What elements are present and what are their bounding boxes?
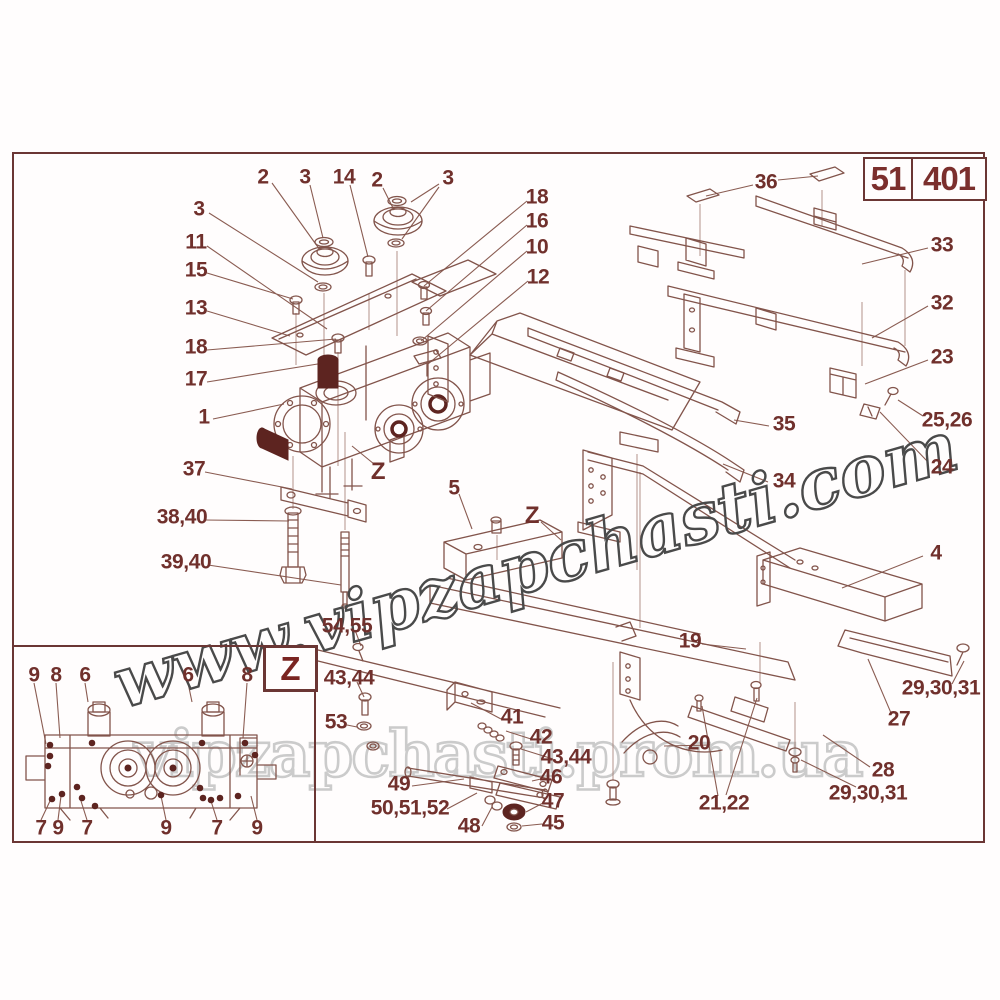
part-label: 53: [324, 710, 348, 734]
part-label: 15: [184, 258, 208, 282]
part-label: 4: [930, 541, 942, 565]
part-label: 32: [930, 291, 954, 315]
detail-view-label-box: Z: [263, 645, 318, 692]
part-label: 33: [930, 233, 954, 257]
part-label: 17: [184, 367, 208, 391]
part-label: 1: [198, 405, 210, 429]
part-label: 8: [241, 663, 253, 687]
part-label: 3: [299, 165, 311, 189]
part-label: 7: [211, 816, 223, 840]
part-label: 12: [526, 265, 550, 289]
part-label: 48: [457, 814, 481, 838]
part-label: 24: [930, 455, 954, 479]
part-label: 7: [81, 816, 93, 840]
part-label: 8: [50, 663, 62, 687]
part-label: 43,44: [323, 666, 375, 690]
part-label: 18: [184, 335, 208, 359]
part-label: 50,51,52: [370, 796, 450, 820]
part-label: 16: [525, 209, 549, 233]
part-label: 28: [871, 758, 895, 782]
part-label: 37: [182, 457, 206, 481]
part-label: 9: [160, 816, 172, 840]
part-label: 45: [541, 811, 565, 835]
part-label: 34: [772, 469, 796, 493]
part-label: 38,40: [156, 505, 208, 529]
page-number-box: 51 401: [863, 157, 987, 201]
part-label: 23: [930, 345, 954, 369]
part-label: 39,40: [160, 550, 212, 574]
part-label: 42: [529, 725, 553, 749]
part-label: 19: [678, 629, 702, 653]
part-label: 9: [28, 663, 40, 687]
part-label: 2: [257, 165, 269, 189]
part-label: 6: [182, 663, 194, 687]
diagram-border: [12, 152, 985, 843]
part-label: 20: [687, 731, 711, 755]
detail-reference-label: Z: [524, 502, 540, 529]
part-label: 47: [541, 789, 565, 813]
part-label: 3: [193, 197, 205, 221]
part-label: 29,30,31: [901, 676, 981, 700]
detail-reference-label: Z: [370, 458, 386, 485]
part-label: 18: [525, 185, 549, 209]
part-label: 41: [500, 705, 524, 729]
part-label: 46: [539, 765, 563, 789]
part-label: 6: [79, 663, 91, 687]
part-label: 49: [387, 772, 411, 796]
part-label: 13: [184, 296, 208, 320]
part-label: 35: [772, 412, 796, 436]
part-label: 10: [525, 235, 549, 259]
page-section-number: 51: [863, 157, 913, 201]
part-label: 2: [371, 168, 383, 192]
part-label: 43,44: [540, 745, 592, 769]
part-label: 14: [332, 165, 356, 189]
page-number: 401: [913, 157, 987, 201]
part-label: 54,55: [321, 614, 373, 638]
part-label: 21,22: [698, 791, 750, 815]
part-label: 27: [887, 707, 911, 731]
part-label: 3: [442, 166, 454, 190]
part-label: 9: [52, 816, 64, 840]
part-label: 36: [754, 170, 778, 194]
part-label: 25,26: [921, 408, 973, 432]
detail-view-box: [12, 645, 316, 843]
part-label: 29,30,31: [828, 781, 908, 805]
part-label: 11: [185, 230, 207, 254]
part-label: 9: [251, 816, 263, 840]
part-label: 7: [35, 816, 47, 840]
part-label: 5: [448, 476, 460, 500]
